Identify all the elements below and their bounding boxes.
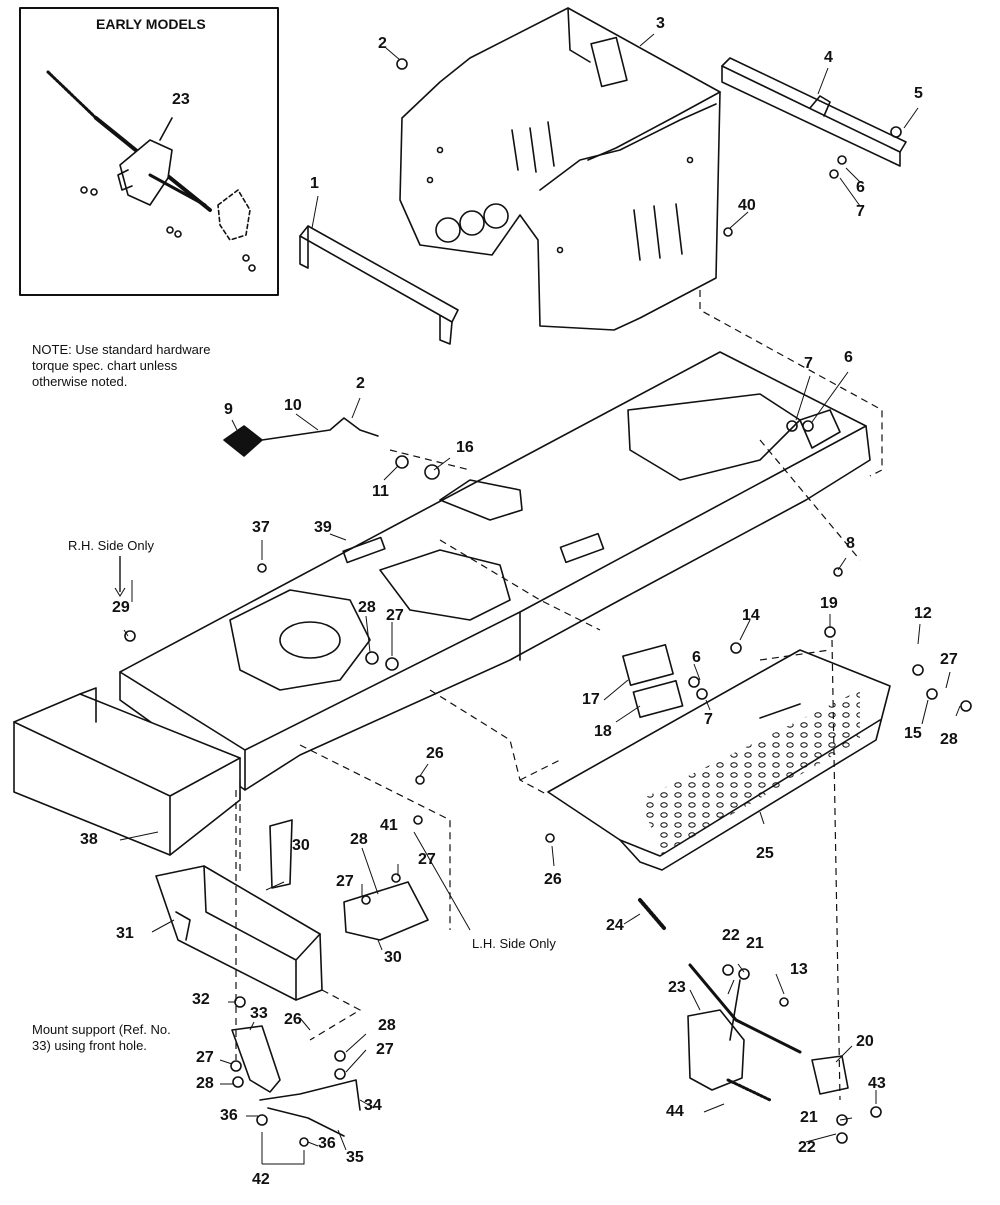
callout-42: 42 (252, 1171, 270, 1188)
callout-18: 18 (594, 723, 612, 740)
callout-4: 4 (824, 49, 833, 66)
callout-6: 6 (844, 349, 853, 366)
inset-title: EARLY MODELS (96, 16, 206, 32)
part-20-bracket (811, 1055, 849, 1095)
callout-27: 27 (196, 1049, 214, 1066)
callout-27: 27 (386, 607, 404, 624)
callout-34: 34 (364, 1097, 382, 1114)
callout-9: 9 (224, 401, 233, 418)
callout-35: 35 (346, 1149, 364, 1166)
callout-22: 22 (798, 1139, 816, 1156)
callout-13: 13 (790, 961, 808, 978)
assembly-lines (235, 290, 883, 1101)
callout-2: 2 (356, 375, 365, 392)
callout-27: 27 (940, 651, 958, 668)
part-3-housing (399, 7, 721, 331)
part-38-bumper (13, 687, 241, 856)
callout-3: 3 (656, 15, 665, 32)
parts-33-35-support (231, 1025, 361, 1137)
callout-14: 14 (742, 607, 760, 624)
callout-19: 19 (820, 595, 838, 612)
callout-27: 27 (336, 873, 354, 890)
callout-40: 40 (738, 197, 756, 214)
callout-6: 6 (692, 649, 701, 666)
callout-33: 33 (250, 1005, 268, 1022)
part-1-bar (299, 225, 459, 345)
rh-side-note: R.H. Side Only (68, 538, 154, 553)
callout-7: 7 (704, 711, 713, 728)
callout-27: 27 (376, 1041, 394, 1058)
mount-note: Mount support (Ref. No. 33) using front … (32, 1022, 171, 1053)
callout-5: 5 (914, 85, 923, 102)
callout-28: 28 (358, 599, 376, 616)
part-24-spring (638, 898, 666, 930)
callout-44: 44 (666, 1103, 684, 1120)
callout-22: 22 (722, 927, 740, 944)
lever-assembly-23 (687, 963, 802, 1102)
callout-30: 30 (384, 949, 402, 966)
callout-31: 31 (116, 925, 134, 942)
callout-27: 27 (418, 851, 436, 868)
callout-28: 28 (196, 1075, 214, 1092)
callout-28: 28 (378, 1017, 396, 1034)
callout-8: 8 (846, 535, 855, 552)
callout-15: 15 (904, 725, 922, 742)
callout-26: 26 (284, 1011, 302, 1028)
callout-28: 28 (940, 731, 958, 748)
callout-28: 28 (350, 831, 368, 848)
callout-41: 41 (380, 817, 398, 834)
callout-29: 29 (112, 599, 130, 616)
callout-16: 16 (456, 439, 474, 456)
callout-36: 36 (220, 1107, 238, 1124)
callout-1: 1 (310, 175, 319, 192)
callout-24: 24 (606, 917, 624, 934)
callout-7: 7 (856, 203, 865, 220)
callout-25: 25 (756, 845, 774, 862)
callout-11: 11 (372, 483, 389, 500)
parts-17-18 (622, 644, 684, 719)
callout-17: 17 (582, 691, 600, 708)
callout-26: 26 (426, 745, 444, 762)
callout-43: 43 (868, 1075, 886, 1092)
lh-side-note: L.H. Side Only (472, 936, 556, 951)
callout-39: 39 (314, 519, 332, 536)
leader-lines (114, 33, 961, 1165)
callout-21: 21 (800, 1109, 818, 1126)
callout-10: 10 (284, 397, 302, 414)
part-31-support (155, 865, 323, 1001)
early-models-inset (19, 7, 279, 296)
main-frame (119, 351, 871, 791)
callout-21: 21 (746, 935, 764, 952)
parts-9-10-knob-rod (223, 417, 440, 480)
callout-2: 2 (378, 35, 387, 52)
callout-30: 30 (292, 837, 310, 854)
callout-26: 26 (544, 871, 562, 888)
callout-23: 23 (172, 91, 190, 108)
callout-23: 23 (668, 979, 686, 996)
callout-7: 7 (804, 355, 813, 372)
part-25-footrest (547, 649, 891, 871)
callout-38: 38 (80, 831, 98, 848)
part-4-rail (721, 57, 907, 167)
callout-6: 6 (856, 179, 865, 196)
callout-37: 37 (252, 519, 270, 536)
callout-12: 12 (914, 605, 932, 622)
hardware-note: NOTE: Use standard hardware torque spec.… (32, 342, 211, 389)
hardware (124, 58, 972, 1147)
callout-20: 20 (856, 1033, 874, 1050)
callout-36: 36 (318, 1135, 336, 1152)
callout-32: 32 (192, 991, 210, 1008)
